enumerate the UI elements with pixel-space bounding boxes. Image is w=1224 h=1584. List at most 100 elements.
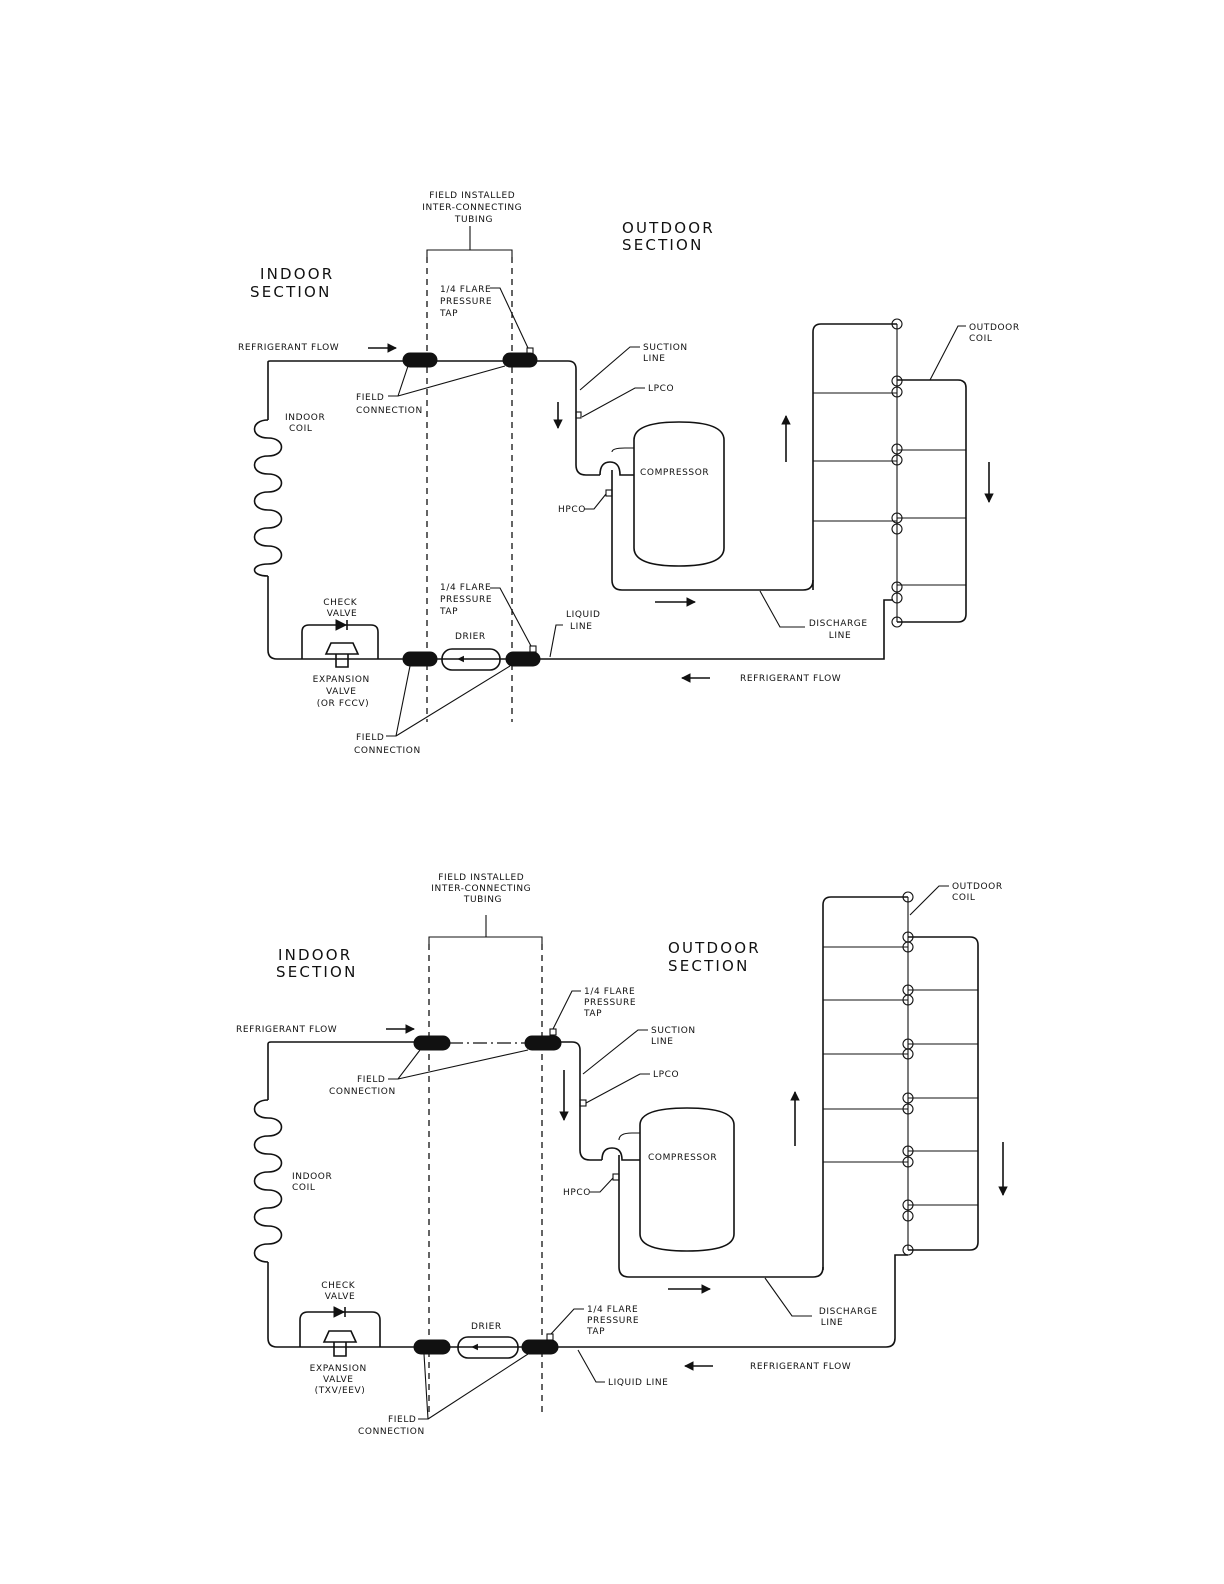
field-connection-liquid-indoor: [402, 651, 438, 667]
suction-piping-2: [267, 1041, 602, 1161]
outdoor-section-label-2: OUTDOOR SECTION: [668, 939, 768, 975]
flare-tap-leader-bottom-2: [550, 1308, 584, 1335]
outdoor-coil-header: [812, 323, 897, 590]
outdoor-coil-label: OUTDOOR COIL: [969, 323, 1023, 344]
check-valve-symbol: [335, 619, 348, 631]
field-connection-label-top: FIELD CONNECTION: [356, 393, 423, 416]
refrigerant-flow-label-top-2: REFRIGERANT FLOW: [236, 1025, 337, 1035]
suction-piping: [267, 360, 600, 476]
hpco-label-2: HPCO: [563, 1188, 591, 1198]
tubing-bracket: [426, 226, 513, 257]
expansion-valve-symbol-2: [322, 1330, 358, 1357]
flare-tap-leader-top: [490, 287, 529, 349]
indoor-section-label-2: INDOOR SECTION: [276, 946, 359, 981]
flare-tap-label-bottom-2: 1/4 FLARE PRESSURE TAP: [586, 1305, 643, 1337]
indoor-coil: [253, 419, 283, 577]
lpco-switch: [575, 411, 582, 419]
drier: [441, 648, 501, 671]
expansion-valve-label: EXPANSION VALVE (OR FCCV): [313, 675, 374, 709]
hpco-label: HPCO: [558, 505, 586, 515]
outdoor-coil-bends-2: [902, 891, 914, 1256]
liquid-line-label-2: LIQUID LINE: [608, 1378, 668, 1388]
diagram-1: FIELD INSTALLED INTER-CONNECTING TUBING …: [238, 191, 1023, 756]
discharge-line-leader: [759, 590, 805, 628]
field-connection-leaders-top-2: [388, 1049, 529, 1080]
suction-line-leader: [579, 346, 640, 391]
flare-tap-label-top: 1/4 FLARE PRESSURE TAP: [439, 285, 496, 319]
field-installed-label-2: FIELD INSTALLED INTER-CONNECTING TUBING: [431, 873, 534, 905]
pressure-tap-liquid-2: [546, 1333, 554, 1341]
refrigerant-flow-label-bottom-2: REFRIGERANT FLOW: [750, 1362, 851, 1372]
expansion-valve-symbol: [324, 642, 360, 668]
field-connection-label-bottom-2: FIELD CONNECTION: [358, 1415, 425, 1437]
indoor-coil-label-2: INDOOR COIL: [292, 1172, 336, 1193]
outdoor-coil-return-2: [908, 936, 979, 1251]
indoor-section-label: INDOOR SECTION: [250, 265, 341, 301]
outdoor-coil-label-2: OUTDOOR COIL: [952, 882, 1006, 903]
hpco-leader-2: [590, 1177, 614, 1193]
pressure-tap-suction: [526, 347, 534, 355]
diagram-2: FIELD INSTALLED INTER-CONNECTING TUBING …: [236, 873, 1008, 1437]
suction-line-label: SUCTION LINE: [643, 343, 691, 364]
suction-line-leader-2: [582, 1029, 648, 1075]
compressor-shell: [633, 421, 725, 567]
field-installed-label: FIELD INSTALLED INTER-CONNECTING TUBING: [422, 191, 525, 225]
refrigerant-flow-label-bottom: REFRIGERANT FLOW: [740, 674, 841, 684]
check-valve-label-2: CHECK VALVE: [321, 1281, 358, 1302]
flare-tap-label-bottom: 1/4 FLARE PRESSURE TAP: [439, 583, 496, 617]
lpco-switch-2: [579, 1099, 587, 1107]
field-connection-leaders-bottom: [386, 665, 511, 737]
flare-tap-leader-top-2: [552, 990, 581, 1030]
field-connection-label-top-2: FIELD CONNECTION: [329, 1075, 396, 1097]
outdoor-coil-leader: [929, 325, 966, 381]
discharge-piping-2: [618, 1155, 824, 1278]
compressor-label-2: COMPRESSOR: [648, 1153, 717, 1163]
indoor-coil-2: [253, 1099, 283, 1263]
drier-label: DRIER: [455, 632, 486, 642]
field-connection-suction-indoor: [402, 352, 438, 368]
lpco-leader: [581, 387, 645, 418]
field-connection-label-bottom: FIELD CONNECTION: [354, 733, 421, 756]
field-connection-leaders-bottom-2: [418, 1353, 529, 1420]
outdoor-section-label: OUTDOOR SECTION: [622, 219, 722, 254]
check-valve-symbol-2: [333, 1306, 346, 1318]
outdoor-coil-return: [897, 379, 967, 623]
discharge-line-label: DISCHARGE LINE: [809, 619, 871, 641]
pressure-tap-liquid: [529, 645, 537, 653]
compressor-suction-loop: [599, 461, 634, 476]
liquid-line-leader-2: [577, 1349, 605, 1383]
outdoor-coil-bends: [891, 318, 903, 628]
drier-2: [457, 1336, 519, 1359]
indoor-coil-label: INDOOR COIL: [285, 413, 329, 434]
liquid-line-label: LIQUID LINE: [566, 610, 604, 632]
pressure-tap-suction-2: [549, 1028, 557, 1036]
field-connection-suction-outdoor-2: [524, 1035, 562, 1051]
field-connection-suction-outdoor: [502, 352, 538, 368]
hpco-switch-2: [612, 1173, 620, 1181]
lpco-leader-2: [585, 1073, 650, 1104]
liquid-piping-2: [267, 1044, 908, 1348]
expansion-valve-label-2: EXPANSION VALVE (TXV/EEV): [310, 1364, 371, 1396]
tubing-bracket-2: [428, 915, 543, 944]
discharge-line-label-2: DISCHARGE LINE: [819, 1307, 881, 1328]
field-connection-suction-indoor-2: [413, 1035, 451, 1051]
suction-line-label-2: SUCTION LINE: [651, 1026, 699, 1047]
outdoor-coil-leader-2: [909, 885, 949, 916]
discharge-piping: [611, 470, 814, 591]
hpco-switch: [605, 489, 613, 497]
flare-tap-leader-bottom: [490, 587, 532, 647]
liquid-line-leader: [549, 624, 563, 658]
check-valve-label: CHECK VALVE: [323, 598, 360, 619]
hpco-leader: [584, 493, 607, 510]
field-connection-liquid-outdoor-2: [521, 1339, 559, 1355]
field-connection-liquid-indoor-2: [413, 1339, 451, 1355]
refrigerant-flow-label-top: REFRIGERANT FLOW: [238, 343, 339, 353]
flare-tap-label-top-2: 1/4 FLARE PRESSURE TAP: [583, 987, 640, 1019]
lpco-label: LPCO: [648, 384, 674, 394]
compressor-suction-loop-2: [601, 1147, 640, 1161]
outdoor-coil-circuits-2: [823, 946, 978, 1206]
liquid-piping: [267, 362, 893, 660]
compressor-inlet: [611, 447, 634, 453]
field-connection-leaders-top: [388, 365, 506, 397]
